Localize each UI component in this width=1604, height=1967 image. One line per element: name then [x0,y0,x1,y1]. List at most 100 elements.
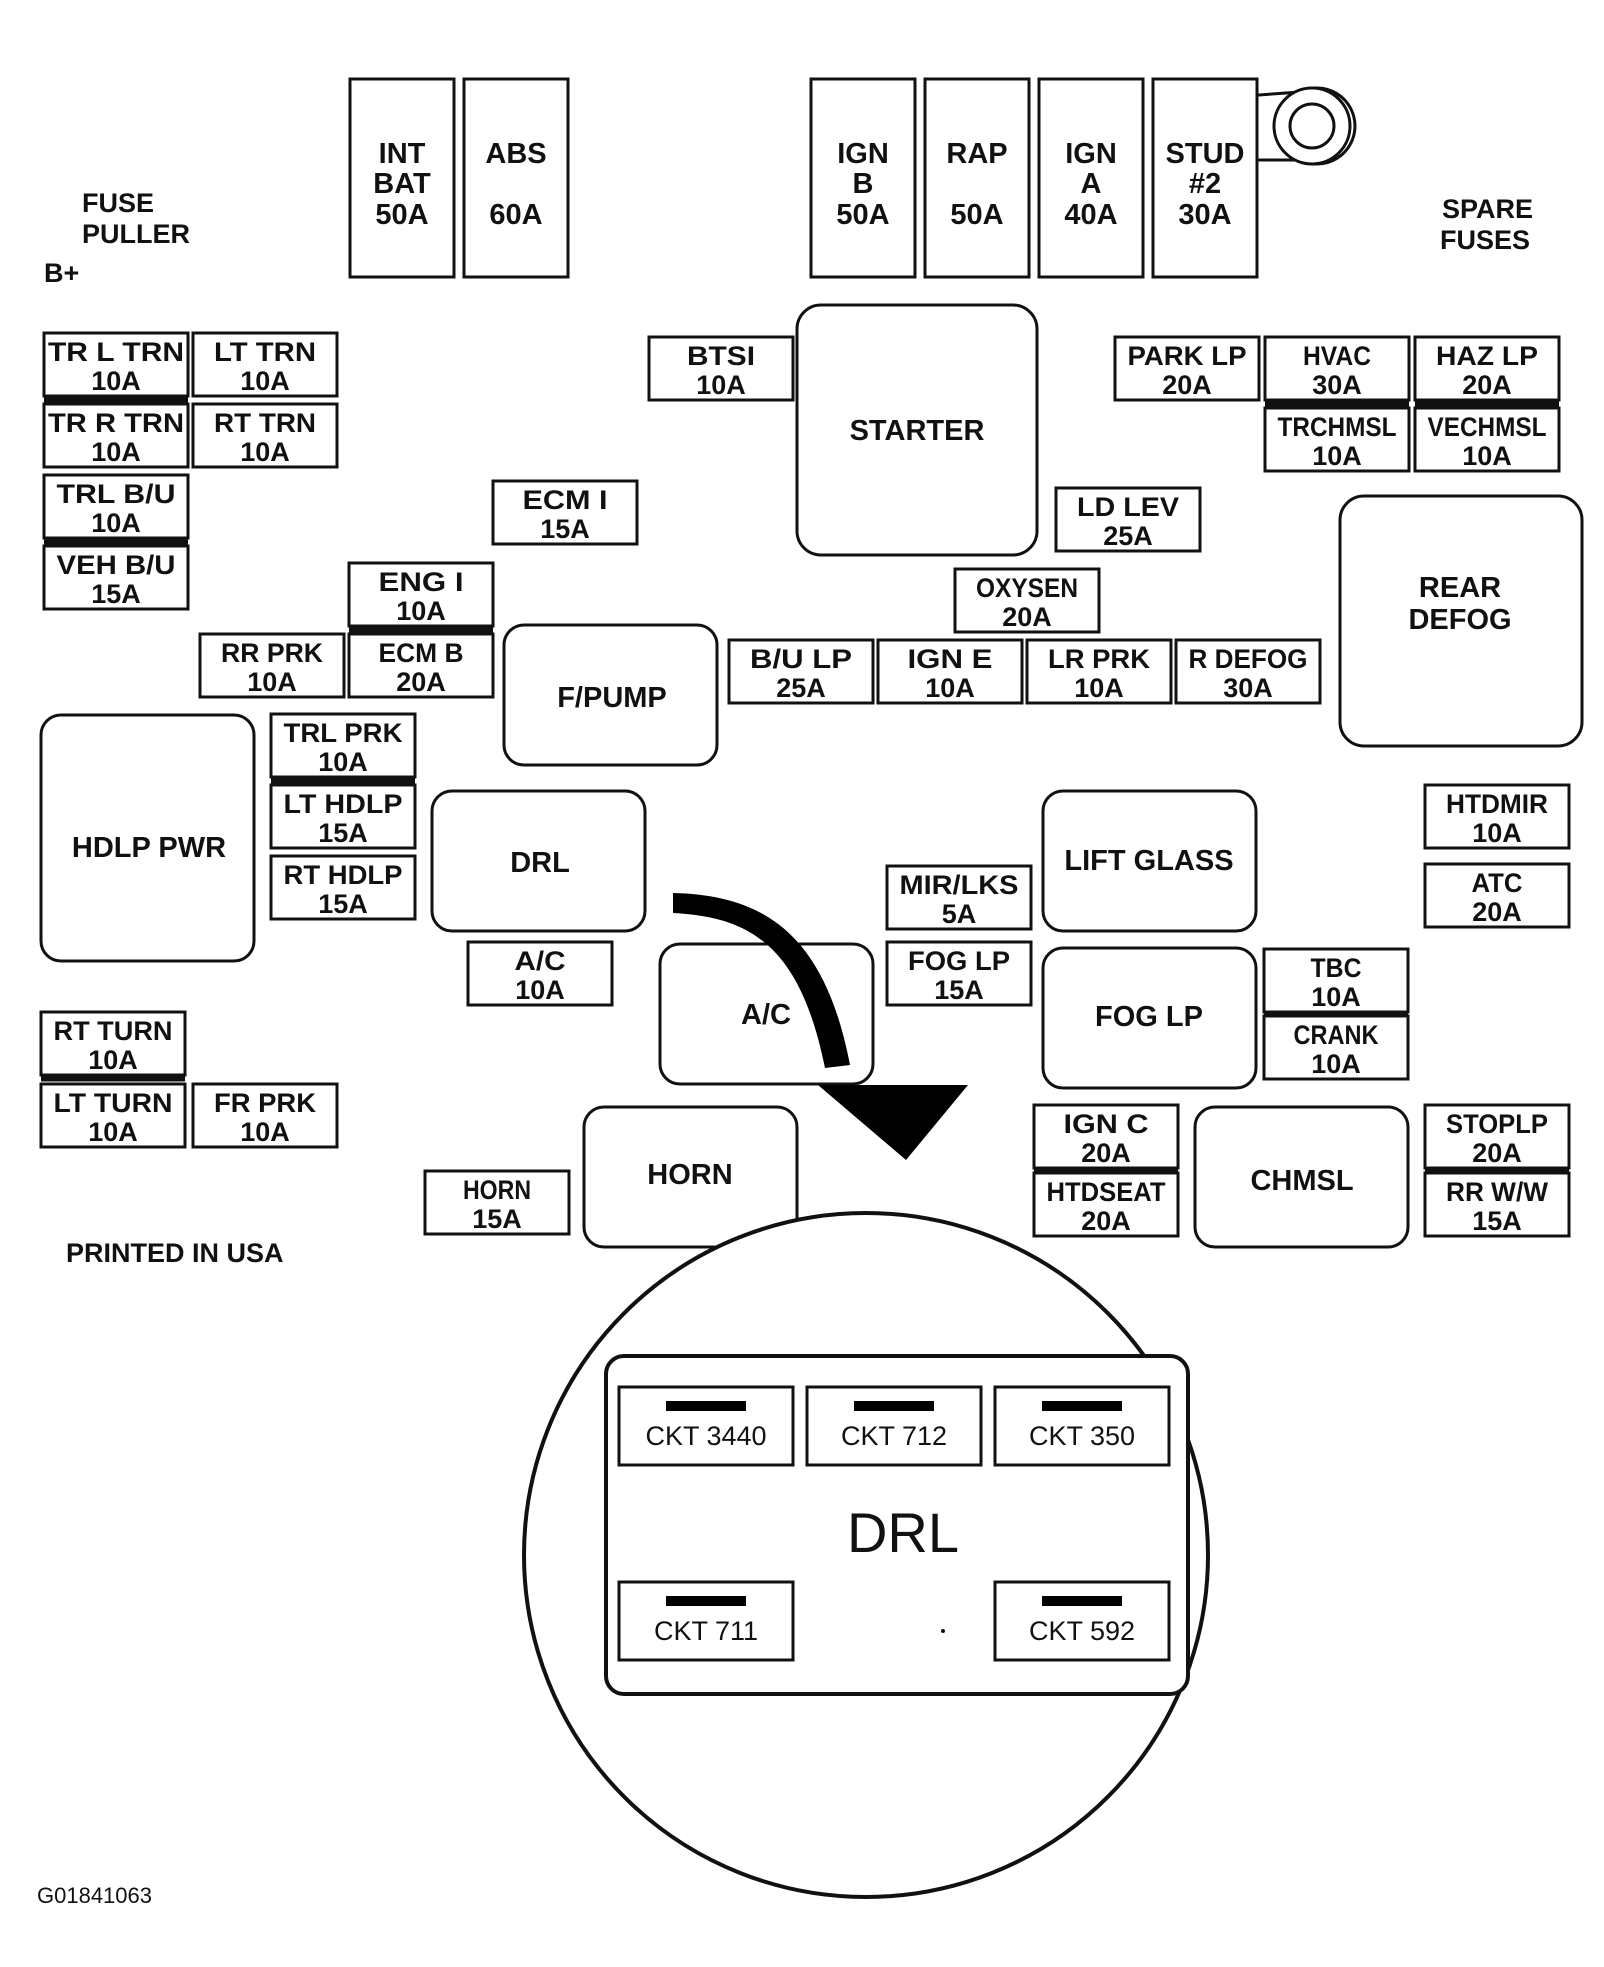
printed-in-usa: PRINTED IN USA [66,1238,284,1268]
svg-text:60A: 60A [489,199,542,231]
relay-drl: DRL [430,789,647,933]
fuse-rating: 10A [91,366,141,396]
terminal-blade-icon [854,1401,934,1411]
svg-text:PULLER: PULLER [82,219,190,249]
fuse-rating: 5A [942,899,977,929]
fuse-name: B/U LP [750,644,852,674]
terminal-label: CKT 712 [841,1421,947,1451]
fuse-name: ECM I [523,485,608,515]
terminal-blade-icon [666,1596,746,1606]
fuse-name: RT HDLP [284,860,403,890]
fuse-rating: 15A [318,818,368,848]
fuse-rating: 20A [396,667,446,697]
terminal-ckt-711: CKT 711 [617,1580,795,1662]
fuse-name: TR R TRN [48,408,184,438]
fuse-rating: 10A [1312,441,1362,471]
fuse-rating: 25A [776,673,826,703]
terminal-ckt-350: CKT 350 [993,1385,1171,1467]
svg-text:A: A [1081,168,1102,200]
fuse-name: HORN [463,1175,531,1205]
fuse-name: BTSI [687,341,755,371]
svg-text:REAR: REAR [1419,572,1501,604]
terminal-blade-icon [1042,1401,1122,1411]
relay-chmsl: CHMSL [1193,1105,1410,1249]
fuse-name: TRL B/U [57,479,176,509]
terminal-label: CKT 592 [1029,1616,1135,1646]
svg-text:IGN: IGN [837,138,889,170]
fuse-name: IGN E [908,644,993,674]
svg-text:FOG LP: FOG LP [1095,1001,1203,1033]
svg-text:40A: 40A [1064,199,1117,231]
svg-text:30A: 30A [1178,199,1231,231]
fuse-name: IGN C [1064,1109,1149,1139]
fuse-rating: 10A [925,673,975,703]
fuse-rating: 20A [1081,1138,1131,1168]
fuse-name: OXYSEN [976,573,1078,603]
fuse-name: LT TURN [54,1088,173,1118]
fuse-rating: 10A [1472,818,1522,848]
svg-text:F/PUMP: F/PUMP [557,682,667,714]
svg-text:HORN: HORN [647,1159,732,1191]
svg-text:BAT: BAT [373,168,431,200]
fuse-rating: 10A [696,370,746,400]
fuse-name: A/C [515,946,566,976]
fuse-rating: 20A [1002,602,1052,632]
fuse-rating: 20A [1472,1138,1522,1168]
svg-text:FUSE: FUSE [82,188,154,218]
fuse-rating: 10A [396,596,446,626]
svg-text:50A: 50A [836,199,889,231]
fuse-rating: 15A [318,889,368,919]
fuse-rating: 30A [1223,673,1273,703]
fuse-rating: 10A [1462,441,1512,471]
fuse-name: PARK LP [1128,341,1247,371]
relay-horn: HORN [582,1105,799,1249]
svg-text:50A: 50A [950,199,1003,231]
mounting-stud-icon [1244,86,1357,166]
svg-text:SPARE: SPARE [1442,194,1533,224]
fuse-name: RR PRK [221,638,323,668]
terminal-blade-icon [1042,1596,1122,1606]
fuse-name: LT TRN [214,337,316,367]
fuse-rating: 20A [1081,1206,1131,1236]
fuse-puller-note: FUSE PULLER [82,188,190,249]
svg-text:STUD: STUD [1166,138,1245,170]
maxi-fuse-int-bat: INT BAT 50A [348,77,456,279]
fuse-name: ECM B [379,638,464,668]
relay-lift-glass: LIFT GLASS [1041,789,1258,933]
maxi-fuse-ign-b: IGN B 50A [809,77,917,279]
fuse-name: HTDSEAT [1047,1177,1166,1207]
fuse-name: VEH B/U [57,550,176,580]
fuse-rating: 15A [472,1204,522,1234]
fuse-rating: 10A [88,1117,138,1147]
svg-text:#2: #2 [1189,168,1221,200]
relay-starter: STARTER [795,303,1039,557]
svg-text:B: B [853,168,874,200]
fuse-rating: 10A [318,747,368,777]
fuse-name: HVAC [1303,341,1371,371]
fuse-name: R DEFOG [1189,644,1308,674]
